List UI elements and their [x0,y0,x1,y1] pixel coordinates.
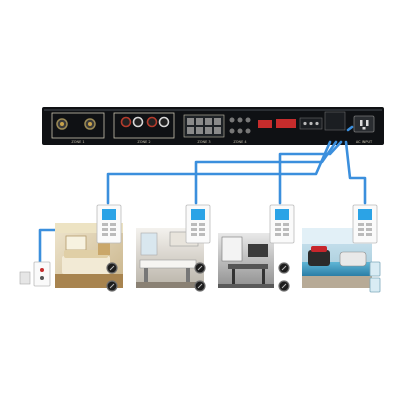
zone-output-group-1 [51,112,105,139]
speaker-icon [278,262,290,274]
room-kitchen [136,228,204,288]
keypad-screen [275,209,289,220]
zone-wiring-terminals [299,111,346,131]
terminal-label-1: ZONE 1 [71,140,84,144]
terminal-label-4: ZONE 4 [233,140,247,144]
terminal-label-3: ZONE 3 [197,140,210,144]
keypad-patio [352,204,378,244]
wall-plate-input [19,261,51,287]
ac-power-inlet [353,115,375,133]
keypad-kitchen [185,204,211,244]
cable-power [346,125,354,132]
cable-zone-1 [106,140,332,205]
speaker-terminal-block [183,114,225,138]
media-player-icon [19,271,31,285]
cable-zone-3 [278,140,343,205]
terminal-label-2: ZONE 2 [137,140,150,144]
outdoor-speaker-icon [369,261,381,293]
dip-switch-block [258,119,296,128]
cable-zone-2 [194,140,338,205]
speaker-icon [106,262,118,274]
keypad-screen [358,209,372,220]
keypad-bedroom [96,204,122,244]
zone-output-group-2 [113,112,175,139]
keypad-screen [102,209,116,220]
speaker-icon [194,280,206,292]
rca-jack-row [229,117,251,134]
speaker-icon [194,262,206,274]
speaker-icon [278,280,290,292]
keypad-screen [191,209,205,220]
keypad-office [269,204,295,244]
power-label: AC INPUT [356,140,373,144]
speaker-pairs [106,261,381,293]
amplifier-rear-panel: ZONE 1 ZONE 2 ZONE 3 ZONE 4 AC INPUT [42,107,384,145]
cable-zone-4 [344,140,367,205]
speaker-icon [106,280,118,292]
room-office [218,233,274,288]
